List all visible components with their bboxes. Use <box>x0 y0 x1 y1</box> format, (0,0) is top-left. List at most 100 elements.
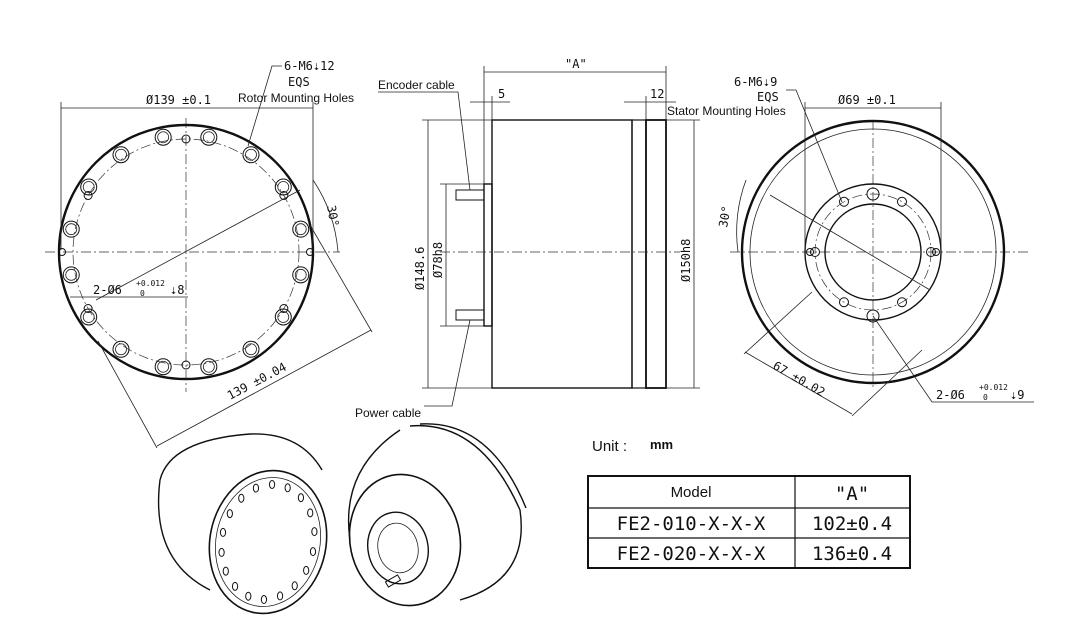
rotor-large-hole <box>292 220 310 238</box>
rotor-holes-leader <box>247 65 282 147</box>
stator-mount-hole <box>897 196 907 207</box>
iso-rotor-hole <box>284 483 291 493</box>
length-a-label: "A" <box>565 57 587 71</box>
iso-rotor-hole <box>231 581 239 591</box>
stator-pin-holes: 2-Ø6 <box>936 388 965 402</box>
stator-pin-tol-upper: +0.012 <box>979 383 1008 392</box>
rotor-angle-label: 30° <box>324 204 342 228</box>
rotor-face-view: Ø139 ±0.1 6-M6⇣12 EQS Rotor Mounting Hol… <box>45 59 373 449</box>
rotor-large-hole <box>112 340 130 358</box>
rotor-mounting-holes <box>58 128 314 376</box>
stator-angle-label: 30° <box>716 205 734 229</box>
stator-side-hole <box>932 248 940 256</box>
side-body <box>491 119 633 389</box>
rotor-small-hole <box>83 304 93 313</box>
iso-stator-face <box>348 473 462 607</box>
stator-mount-hole <box>839 196 849 207</box>
rotor-large-hole-inner <box>277 181 290 193</box>
unit-value: mm <box>650 437 673 452</box>
stator-holes-eqs: EQS <box>757 90 779 104</box>
rotor-pitch-circle <box>72 138 300 366</box>
rotor-large-hole-inner <box>245 148 257 161</box>
rotor-pin-tol-lower: 0 <box>140 289 145 298</box>
rotor-large-hole <box>154 358 172 376</box>
side-view: Encoder cable Power cable "A" 5 12 Ø148.… <box>355 57 700 420</box>
rotor-large-hole <box>154 128 172 146</box>
rotor-pin-depth: ⇣8 <box>170 283 184 297</box>
spec-table: Model "A" FE2-010-X-X-X 102±0.4 FE2-020-… <box>587 475 911 569</box>
rotor-pitch-ext-right <box>309 224 373 333</box>
stator-pitch-ext-right <box>851 349 923 417</box>
stator-side-hole <box>806 248 814 256</box>
side-flange-inner <box>631 119 647 389</box>
rotor-large-hole-inner <box>202 360 215 373</box>
rotor-small-hole <box>181 360 191 370</box>
power-leader <box>424 319 471 407</box>
iso-stator-key <box>384 574 402 588</box>
power-cable-stub <box>455 309 485 321</box>
iso-rotor-holes <box>218 479 318 605</box>
spec-table-cell: FE2-010-X-X-X <box>617 513 766 535</box>
iso-rotor-hole <box>252 483 260 493</box>
dia-148-label: Ø148.6 <box>413 247 427 290</box>
stator-holes-label: Stator Mounting Holes <box>667 104 786 118</box>
encoder-label: Encoder cable <box>378 78 455 92</box>
rotor-large-hole <box>200 128 218 146</box>
iso-rotor-hole <box>303 565 310 575</box>
iso-rotor-hole <box>238 493 245 503</box>
rotor-large-hole-inner <box>294 268 307 281</box>
rotor-holes-label: Rotor Mounting Holes <box>238 91 354 105</box>
rotor-pin-hole <box>306 248 314 256</box>
rotor-large-hole <box>242 146 260 164</box>
stator-mount-hole <box>926 247 936 257</box>
iso-rotor-hole <box>245 591 252 601</box>
iso-stator-right-edge <box>409 424 522 601</box>
stator-mounting-holes <box>806 196 940 308</box>
rotor-pitch-ext-left <box>97 340 158 449</box>
rotor-large-hole <box>292 266 310 284</box>
iso-rotor-face <box>208 469 328 615</box>
dim-5-label: 5 <box>498 87 505 101</box>
rotor-large-hole <box>80 178 98 196</box>
stator-angle-ref-line <box>769 194 931 291</box>
spec-table-cell: FE2-020-X-X-X <box>617 543 766 565</box>
stator-pin-bottom <box>866 309 880 323</box>
iso-stator-bore <box>377 522 419 574</box>
iso-rotor-hole <box>222 566 229 576</box>
rotor-pitch-dimline <box>156 329 372 447</box>
spec-table-cell: 136±0.4 <box>812 543 892 565</box>
rotor-large-hole-inner <box>245 343 257 356</box>
iso-rotor-hole <box>307 508 314 518</box>
iso-rotor-hole <box>219 527 227 537</box>
rotor-large-hole <box>62 266 80 284</box>
iso-rotor-hole <box>311 527 318 537</box>
rotor-pitch-label: 139 ±0.04 <box>225 360 289 403</box>
side-flange <box>645 119 667 389</box>
spec-table-cell: 102±0.4 <box>812 513 892 535</box>
rotor-small-hole <box>279 304 289 313</box>
stator-id-label: Ø69 ±0.1 <box>838 93 896 107</box>
stator-outer-circle <box>740 119 1006 385</box>
iso-rotor-face-inner <box>214 477 322 607</box>
iso-stator-flange <box>419 423 527 509</box>
isometric-stator-view <box>347 423 527 607</box>
rotor-large-hole <box>274 308 292 326</box>
rotor-large-hole <box>274 178 292 196</box>
stator-mount-hole <box>810 247 820 257</box>
iso-stator-top-edge <box>347 429 401 541</box>
iso-stator-flange-ring <box>367 511 429 585</box>
stator-angle-arc <box>736 179 747 253</box>
outer-diameter-label: Ø139 ±0.1 <box>146 93 211 107</box>
rotor-large-hole-inner <box>115 148 127 161</box>
stator-pin-leader <box>872 315 1034 403</box>
rotor-large-hole-inner <box>115 343 127 356</box>
rotor-small-hole <box>279 191 289 200</box>
dia-150-label: Ø150h8 <box>679 239 693 282</box>
rotor-large-hole-inner <box>82 181 95 193</box>
iso-rotor-hole <box>309 547 317 557</box>
iso-rotor-top-edge <box>159 433 323 481</box>
iso-rotor-left-edge <box>157 479 211 591</box>
stator-mount-hole <box>897 297 907 308</box>
rotor-large-hole <box>242 340 260 358</box>
power-label: Power cable <box>355 406 421 420</box>
